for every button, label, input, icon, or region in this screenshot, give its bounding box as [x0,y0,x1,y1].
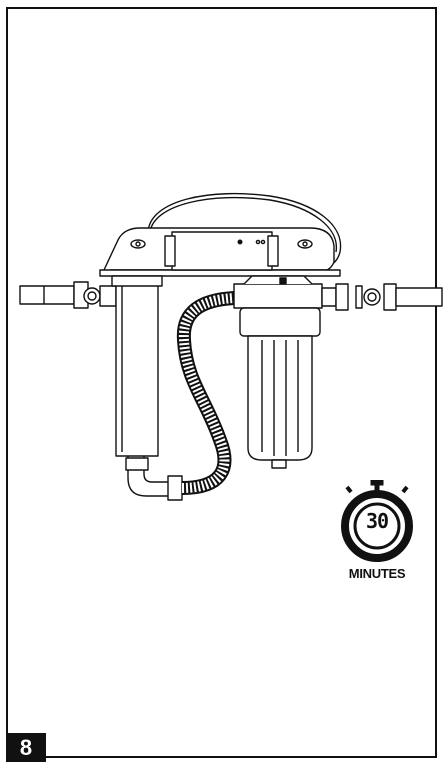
stopwatch-icon: 30 MINUTES [337,479,417,581]
timer-unit-label: MINUTES [348,566,406,581]
page-frame [6,7,437,758]
timer-value: 30 [365,509,389,533]
step-number-badge: 8 [6,733,46,762]
